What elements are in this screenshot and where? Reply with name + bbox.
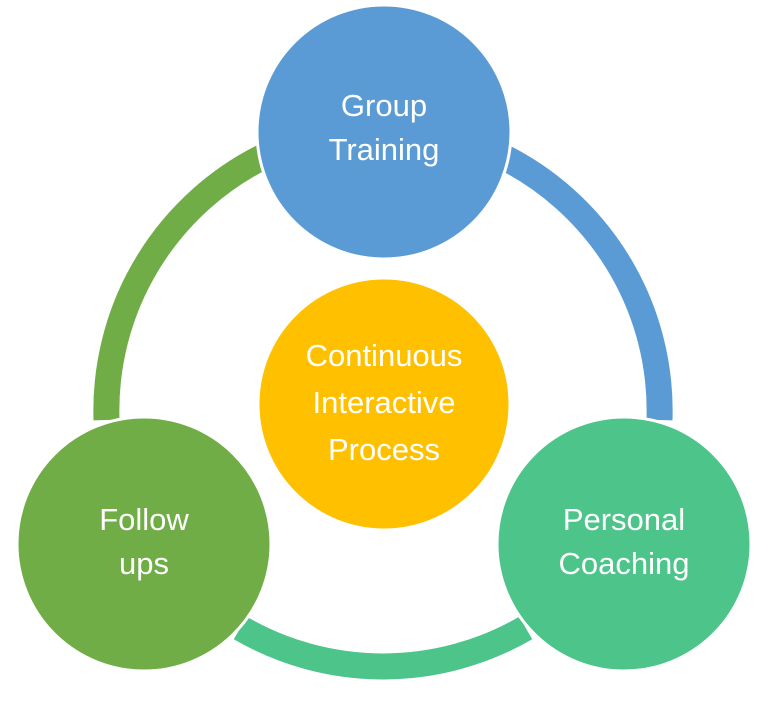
personal-coaching-node: Personal Coaching bbox=[495, 415, 753, 673]
follow-ups-node: Follow ups bbox=[15, 415, 273, 673]
group-training-circle bbox=[255, 3, 513, 261]
center-node-circle bbox=[256, 276, 512, 532]
group-training-label-line-1: Group bbox=[341, 88, 427, 123]
personal-coaching-circle bbox=[495, 415, 753, 673]
follow-ups-label-line-1: Follow bbox=[99, 502, 189, 537]
center-node-label-line-2: Interactive bbox=[312, 385, 455, 420]
personal-coaching-label-line-2: Coaching bbox=[559, 546, 690, 581]
group-training-label-line-2: Training bbox=[329, 132, 440, 167]
ring-segment-followups-to-group bbox=[93, 142, 275, 421]
follow-ups-circle bbox=[15, 415, 273, 673]
personal-coaching-label-line-1: Personal bbox=[563, 502, 685, 537]
center-node: Continuous Interactive Process bbox=[256, 276, 512, 532]
follow-ups-label-line-2: ups bbox=[119, 546, 169, 581]
group-training-node: Group Training bbox=[255, 3, 513, 261]
center-node-label-line-3: Process bbox=[328, 432, 440, 467]
ring-segment-group-to-coaching bbox=[491, 142, 673, 421]
center-node-label-line-1: Continuous bbox=[306, 338, 463, 373]
ring-segment-coaching-to-followups bbox=[233, 616, 533, 680]
